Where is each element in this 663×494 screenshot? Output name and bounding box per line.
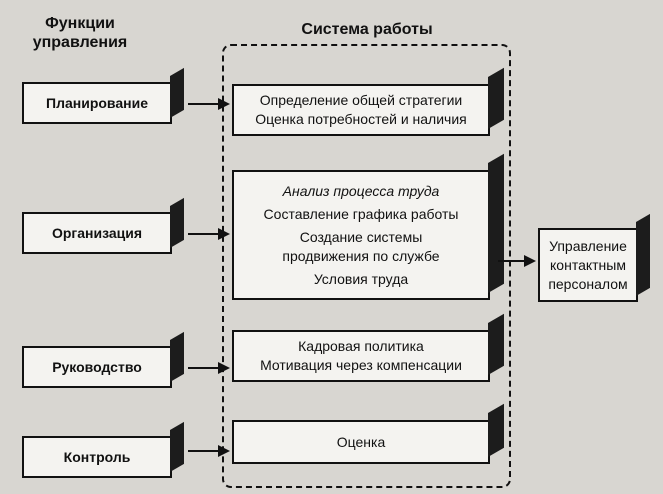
organization-item-1: Анализ процесса труда [282,182,440,199]
function-label-control: Контроль [63,448,131,465]
system-dashed-frame [222,44,511,488]
function-box-planning: Планирование [22,67,184,124]
organization-item-3: Создание системы продвижения по службе [282,228,440,264]
function-label-leadership: Руководство [52,358,142,375]
result-label: Управление контактным персоналом [548,237,628,292]
leadership-item-2: Мотивация через компенсации [260,357,462,373]
function-label-planning: Планирование [46,94,148,111]
system-block-organization: Анализ процесса труда Составление график… [232,153,504,300]
strategy-item-1: Определение общей стратегии [259,92,463,108]
strategy-item-2: Оценка потребностей и наличия [255,111,467,127]
function-label-organization: Организация [51,224,143,241]
organization-item-2: Составление графика работы [263,205,459,222]
arrow-to-result [498,255,536,267]
leadership-item-1: Кадровая политика [298,338,424,354]
function-box-organization: Организация [22,197,184,254]
arrow-control [188,445,230,457]
arrow-leadership [188,362,230,374]
system-block-control: Оценка [232,403,504,464]
system-heading: Система работы [301,21,433,38]
arrow-organization [188,228,230,240]
system-block-strategy: Определение общей стратегии Оценка потре… [232,67,504,136]
arrow-planning [188,98,230,110]
function-box-leadership: Руководство [22,331,184,388]
system-block-leadership: Кадровая политика Мотивация через компен… [232,313,504,382]
organization-item-4: Условия труда [313,270,409,287]
functions-heading: Функции управления [32,15,128,51]
control-item-1: Оценка [336,433,386,450]
function-box-control: Контроль [22,421,184,478]
result-box: Управление контактным персоналом [538,213,650,302]
